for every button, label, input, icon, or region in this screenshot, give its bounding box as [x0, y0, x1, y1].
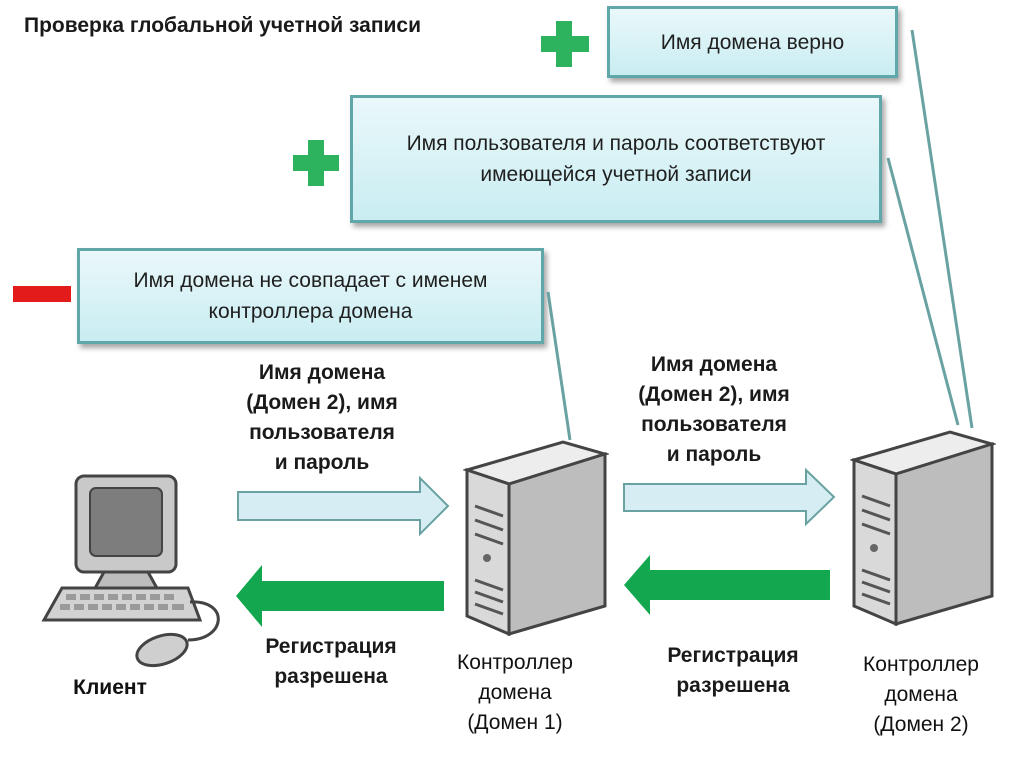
request-label: Имя домена (Домен 2), имя пользователя и…	[638, 353, 790, 466]
plus-icon	[541, 21, 589, 67]
check-text: Имя пользователя и пароль соответствуют …	[406, 132, 826, 186]
minus-icon	[13, 286, 71, 302]
request-arrow	[623, 467, 836, 527]
check-box-credentials-match: Имя пользователя и пароль соответствуют …	[350, 95, 882, 223]
computer-icon	[41, 474, 220, 668]
connector-line	[910, 29, 974, 429]
request-arrow	[237, 475, 450, 537]
response-label: Регистрация разрешена	[265, 635, 397, 688]
check-text: Имя домена не совпадает с именем контрол…	[133, 269, 488, 323]
check-text: Имя домена верно	[660, 30, 845, 54]
page-title: Проверка глобальной учетной записи	[24, 14, 422, 37]
client-label: Клиент	[73, 676, 147, 699]
server-icon	[850, 430, 996, 626]
response-arrow	[624, 555, 830, 615]
plus-icon	[293, 140, 339, 186]
dc2-label: Контроллер домена (Домен 2)	[863, 653, 979, 736]
check-box-domain-correct: Имя домена верно	[607, 6, 898, 78]
check-box-domain-mismatch: Имя домена не совпадает с именем контрол…	[77, 248, 544, 344]
connector-line	[886, 157, 960, 426]
connector-line	[546, 291, 572, 441]
server-icon	[463, 440, 609, 636]
response-label: Регистрация разрешена	[667, 644, 799, 697]
response-arrow	[236, 565, 444, 627]
dc1-label: Контроллер домена (Домен 1)	[457, 651, 573, 734]
request-label: Имя домена (Домен 2), имя пользователя и…	[246, 361, 398, 474]
